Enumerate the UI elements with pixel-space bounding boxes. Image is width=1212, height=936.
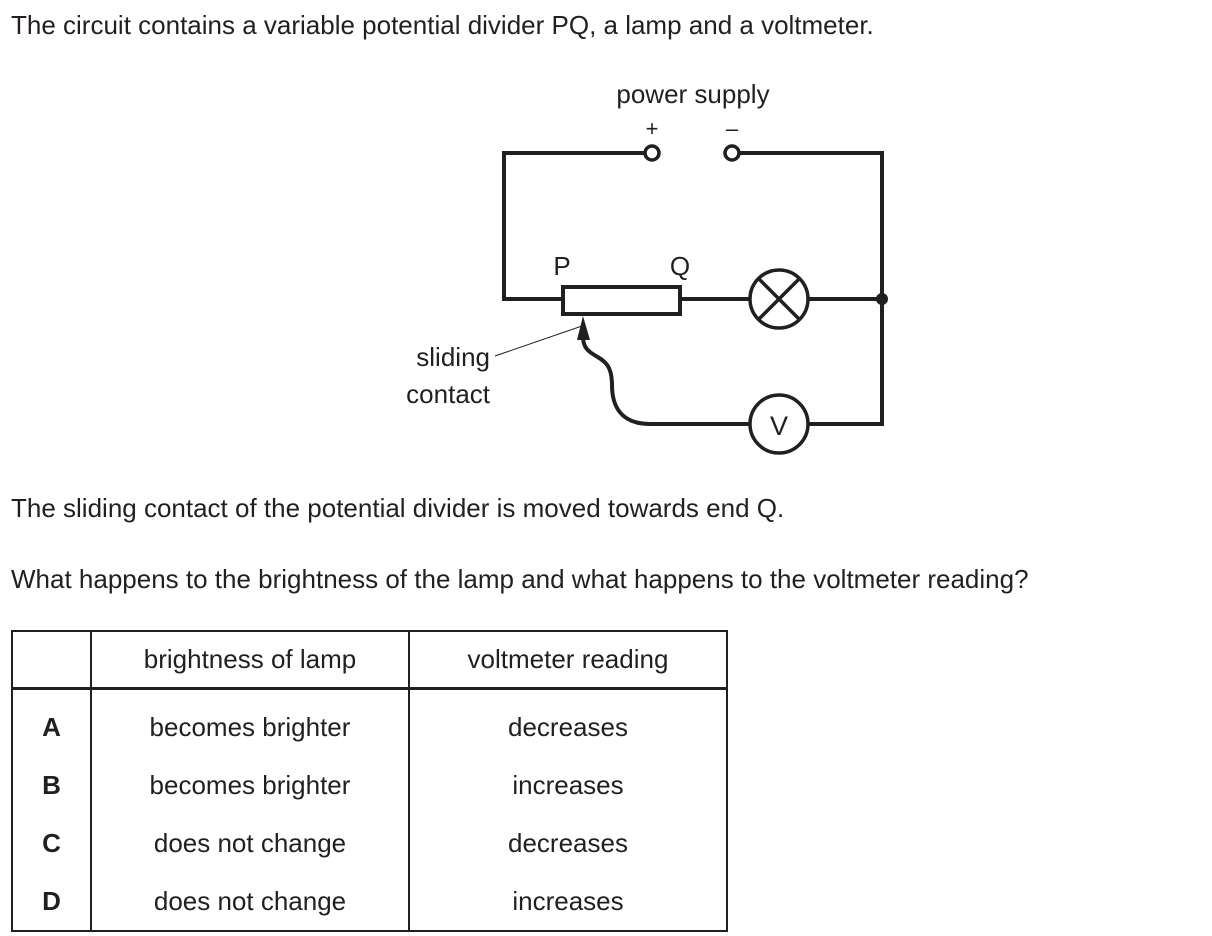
table-header-row: brightness of lamp voltmeter reading xyxy=(11,631,728,690)
wire-positive-to-p xyxy=(502,151,647,301)
sliding-contact-label-line2: contact xyxy=(406,379,491,409)
potential-divider-resistor xyxy=(561,285,682,316)
table-row[interactable]: A becomes brighter decreases xyxy=(11,688,728,756)
sliding-contact-arrow xyxy=(577,316,590,340)
options-table: brightness of lamp voltmeter reading A b… xyxy=(11,630,728,932)
brightness-cell: does not change xyxy=(90,814,410,872)
voltmeter-cell: increases xyxy=(408,756,728,814)
voltmeter-icon xyxy=(748,393,810,455)
intro-text: The circuit contains a variable potentia… xyxy=(11,10,874,40)
voltmeter-cell: decreases xyxy=(408,814,728,872)
brightness-cell: becomes brighter xyxy=(90,756,410,814)
positive-terminal-label: + xyxy=(646,116,659,141)
option-letter[interactable]: B xyxy=(11,756,92,814)
header-option xyxy=(11,631,92,690)
junction-dot xyxy=(876,293,888,305)
wire-negative-to-right xyxy=(737,151,884,426)
brightness-cell: does not change xyxy=(90,872,410,931)
negative-terminal-icon xyxy=(723,144,741,162)
brightness-cell: becomes brighter xyxy=(90,688,410,756)
option-letter[interactable]: C xyxy=(11,814,92,872)
sliding-contact-label-line1: sliding xyxy=(416,342,490,372)
voltmeter-cell: decreases xyxy=(408,688,728,756)
circuit-diagram: V power supply + – P Q sliding contact xyxy=(406,79,888,455)
table-row[interactable]: B becomes brighter increases xyxy=(11,756,728,814)
voltmeter-cell: increases xyxy=(408,872,728,931)
option-letter[interactable]: A xyxy=(11,688,92,756)
header-brightness: brightness of lamp xyxy=(90,631,410,690)
sliding-contact-leader xyxy=(494,325,583,357)
negative-terminal-label: – xyxy=(726,116,739,141)
voltmeter-symbol: V xyxy=(770,411,788,441)
wire-voltmeter-to-slider xyxy=(580,325,752,426)
table-row[interactable]: C does not change decreases xyxy=(11,814,728,872)
end-q-label: Q xyxy=(670,251,690,281)
power-supply-label: power supply xyxy=(616,79,769,109)
lamp-icon xyxy=(748,268,810,330)
table-row[interactable]: D does not change increases xyxy=(11,872,728,931)
question-text: What happens to the brightness of the la… xyxy=(11,564,1029,594)
end-p-label: P xyxy=(553,251,570,281)
positive-terminal-icon xyxy=(643,144,661,162)
header-voltmeter: voltmeter reading xyxy=(408,631,728,690)
option-letter[interactable]: D xyxy=(11,872,92,931)
statement-text: The sliding contact of the potential div… xyxy=(11,493,785,523)
